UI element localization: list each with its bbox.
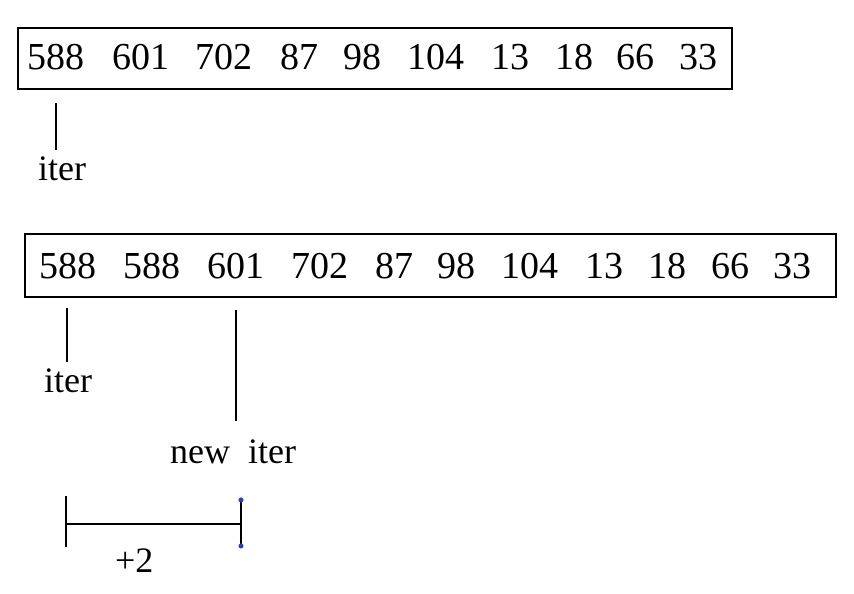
array-after-cell: 66 bbox=[711, 245, 749, 287]
iter-label-after: iter bbox=[44, 360, 92, 400]
array-before-cell: 104 bbox=[407, 36, 464, 78]
array-before-box bbox=[17, 27, 733, 90]
array-after-cell: 588 bbox=[39, 245, 96, 287]
array-after-cell: 702 bbox=[291, 245, 348, 287]
array-after-cell: 601 bbox=[207, 245, 264, 287]
array-after-box bbox=[24, 233, 837, 298]
offset-label: +2 bbox=[115, 540, 154, 580]
array-before-cell: 601 bbox=[112, 36, 169, 78]
array-before-cell: 98 bbox=[343, 36, 381, 78]
array-after-cell: 33 bbox=[773, 245, 811, 287]
offset-bracket bbox=[65, 496, 244, 549]
new-iter-label: new iter bbox=[170, 431, 296, 471]
array-before-cell: 13 bbox=[491, 36, 529, 78]
bracket-endpoint-dot bbox=[238, 497, 244, 503]
array-before-cell: 33 bbox=[679, 36, 717, 78]
array-before-cell: 66 bbox=[616, 36, 654, 78]
array-after-cell: 98 bbox=[437, 245, 475, 287]
array-after-cell: 588 bbox=[123, 245, 180, 287]
iter-label-before: iter bbox=[38, 148, 86, 188]
array-after-cell: 13 bbox=[585, 245, 623, 287]
array-after-cell: 87 bbox=[375, 245, 413, 287]
array-before-cell: 18 bbox=[555, 36, 593, 78]
array-before-cell: 702 bbox=[195, 36, 252, 78]
bracket-endpoint-dot bbox=[238, 543, 244, 549]
array-before-cell: 588 bbox=[27, 36, 84, 78]
array-after-cell: 104 bbox=[501, 245, 558, 287]
array-after-cell: 18 bbox=[648, 245, 686, 287]
array-before-cell: 87 bbox=[280, 36, 318, 78]
